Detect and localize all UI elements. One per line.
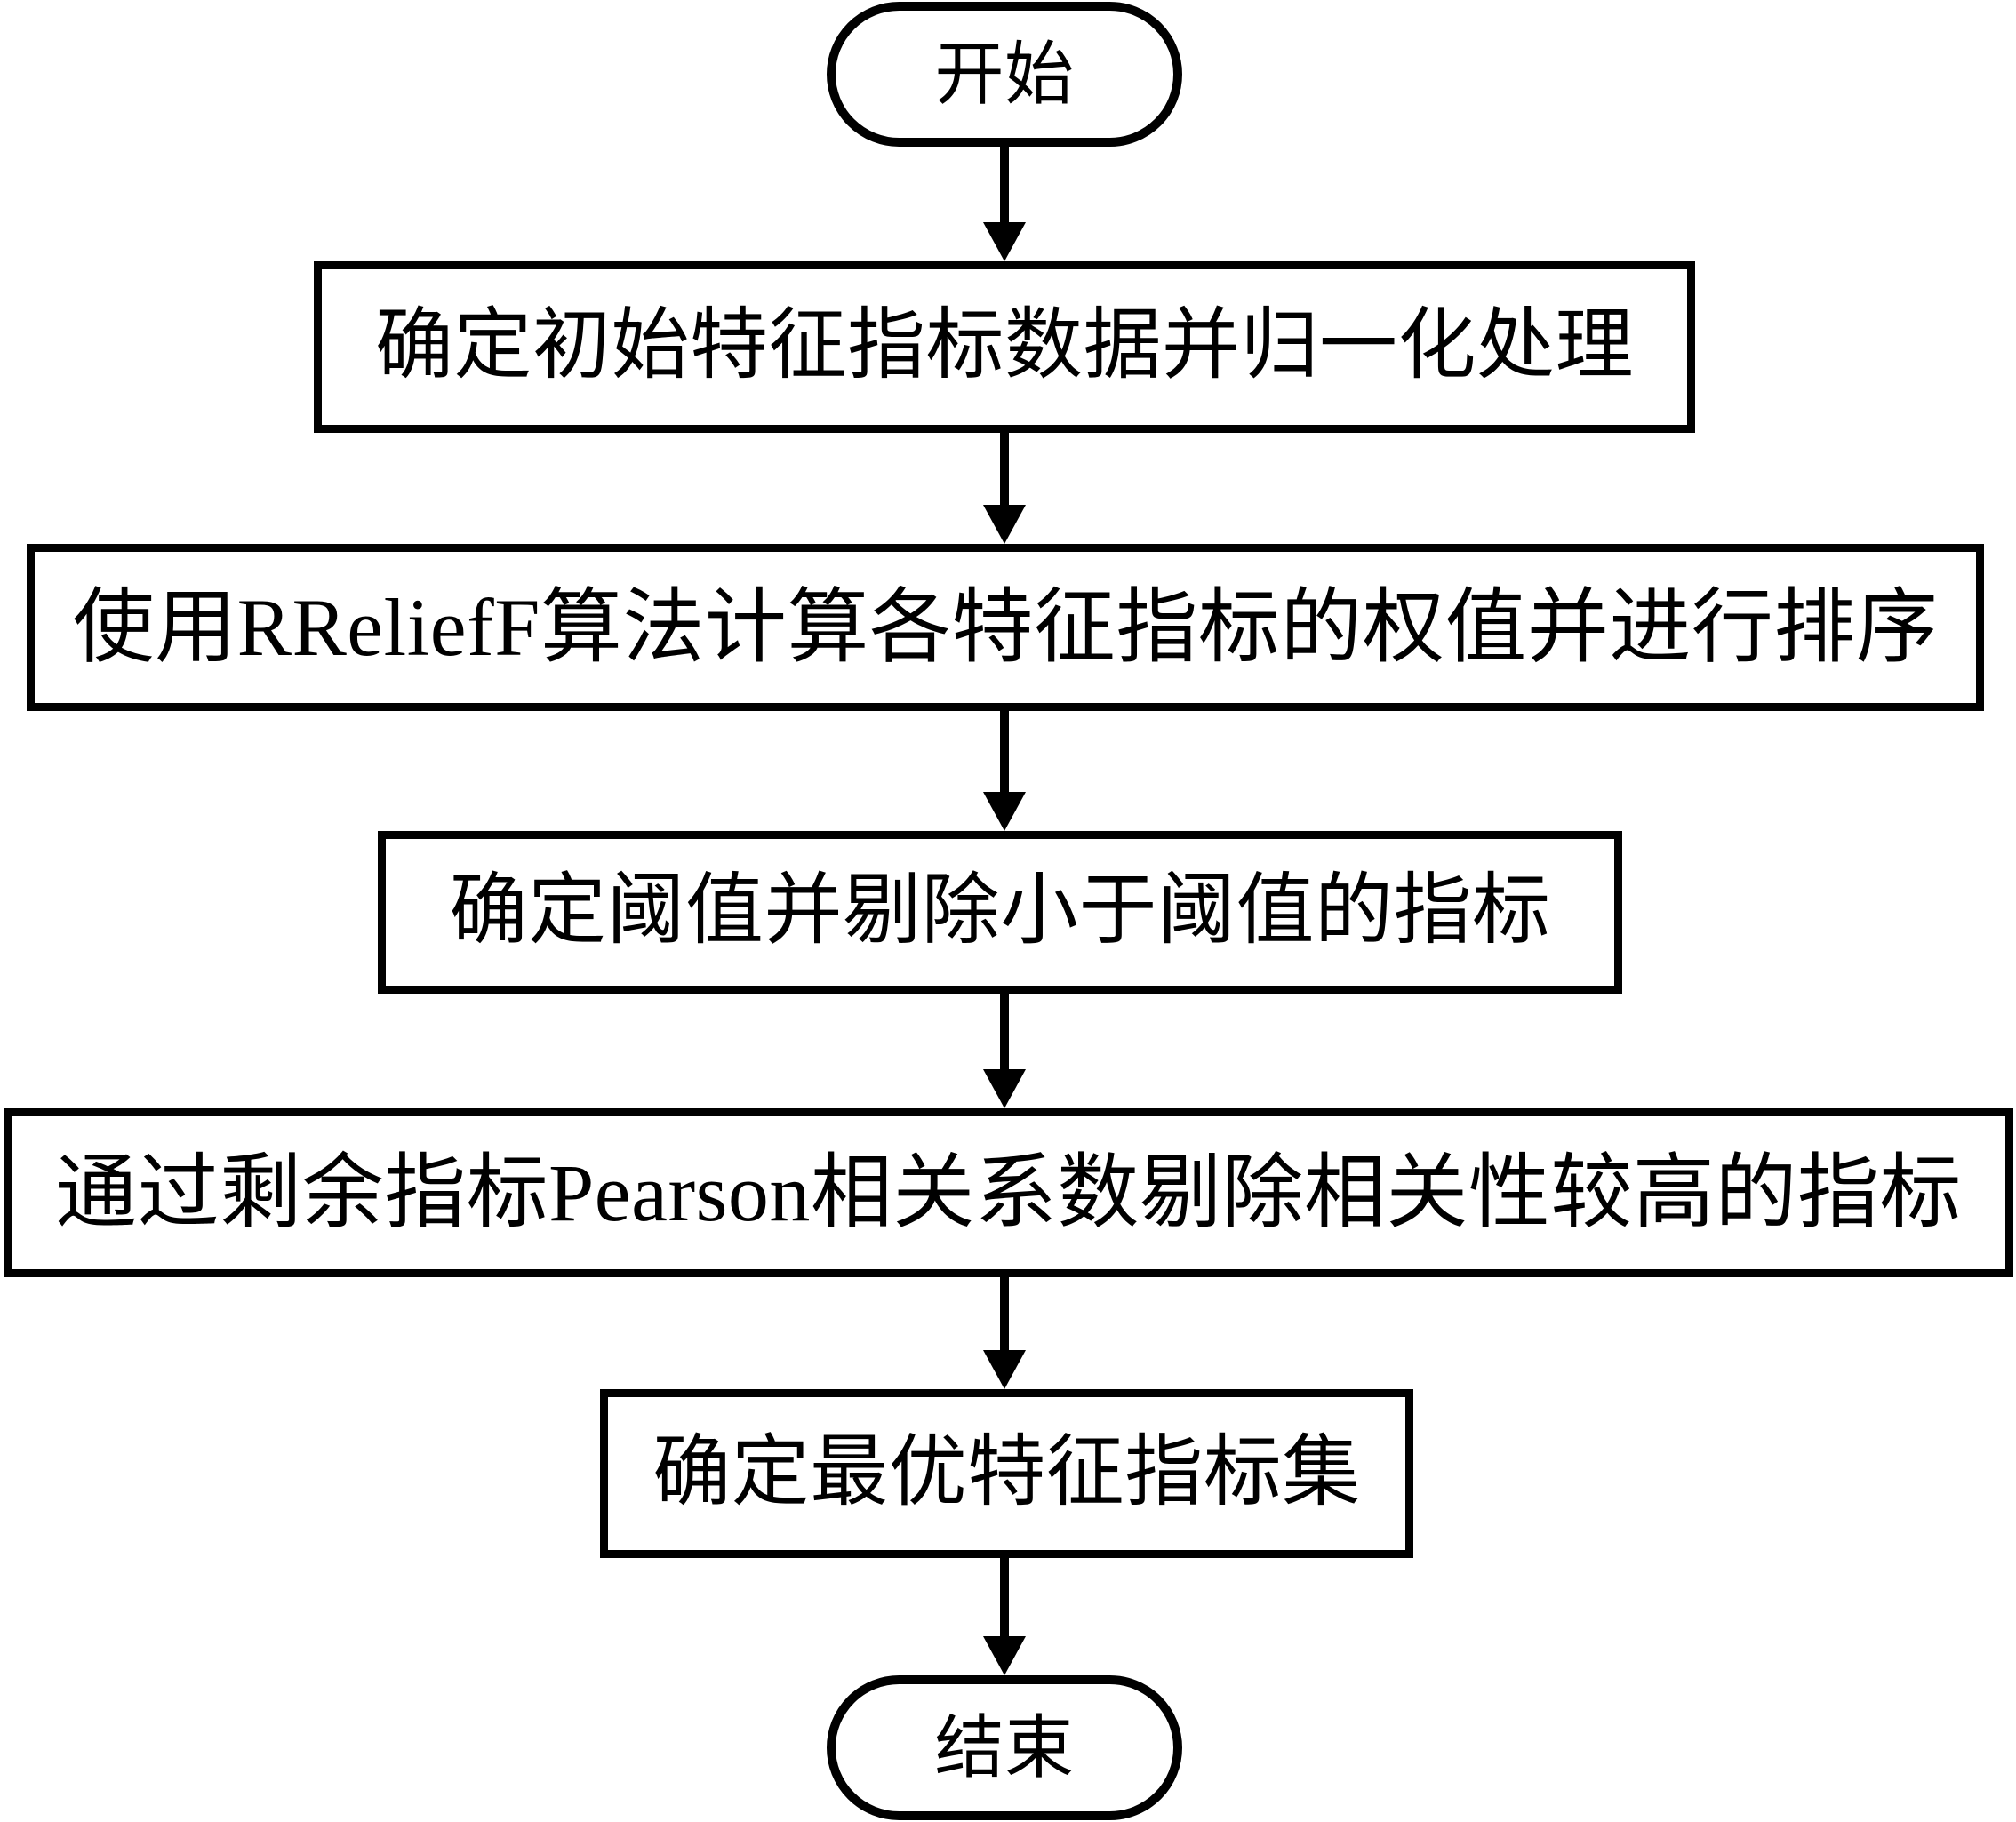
flow-node-rrelieff[interactable]: 使用RReliefF算法计算各特征指标的权值并进行排序 (27, 544, 1984, 711)
arrow-stem (1000, 994, 1009, 1070)
arrowhead-down-icon (983, 222, 1026, 261)
arrow-stem (1000, 433, 1009, 506)
arrowhead-down-icon (983, 1350, 1026, 1389)
arrowhead-down-icon (983, 505, 1026, 544)
flow-node-rrelieff-label: 使用RReliefF算法计算各特征指标的权值并进行排序 (72, 581, 1939, 673)
flow-node-normalize[interactable]: 确定初始特征指标数据并归一化处理 (314, 261, 1695, 433)
flow-node-optimal[interactable]: 确定最优特征指标集 (600, 1389, 1413, 1558)
arrowhead-down-icon (983, 1636, 1026, 1675)
flow-node-threshold-label: 确定阈值并剔除小于阈值的指标 (449, 868, 1551, 955)
arrowhead-down-icon (983, 792, 1026, 831)
arrow-stem (1000, 1558, 1009, 1637)
flow-node-pearson-label: 通过剩余指标Pearson相关系数剔除相关性较高的指标 (55, 1147, 1962, 1238)
flow-node-threshold[interactable]: 确定阈值并剔除小于阈值的指标 (378, 831, 1622, 994)
flow-node-start-label: 开始 (934, 35, 1075, 113)
flow-node-normalize-label: 确定初始特征指标数据并归一化处理 (374, 303, 1634, 390)
flow-node-optimal-label: 确定最优特征指标集 (652, 1429, 1361, 1516)
arrow-stem (1000, 147, 1009, 223)
arrow-stem (1000, 711, 1009, 793)
arrow-stem (1000, 1277, 1009, 1351)
arrowhead-down-icon (983, 1069, 1026, 1108)
flow-node-pearson[interactable]: 通过剩余指标Pearson相关系数剔除相关性较高的指标 (4, 1108, 2013, 1277)
flow-node-start[interactable]: 开始 (827, 2, 1182, 147)
flow-node-end[interactable]: 结束 (827, 1675, 1182, 1820)
flow-node-end-label: 结束 (934, 1708, 1075, 1786)
